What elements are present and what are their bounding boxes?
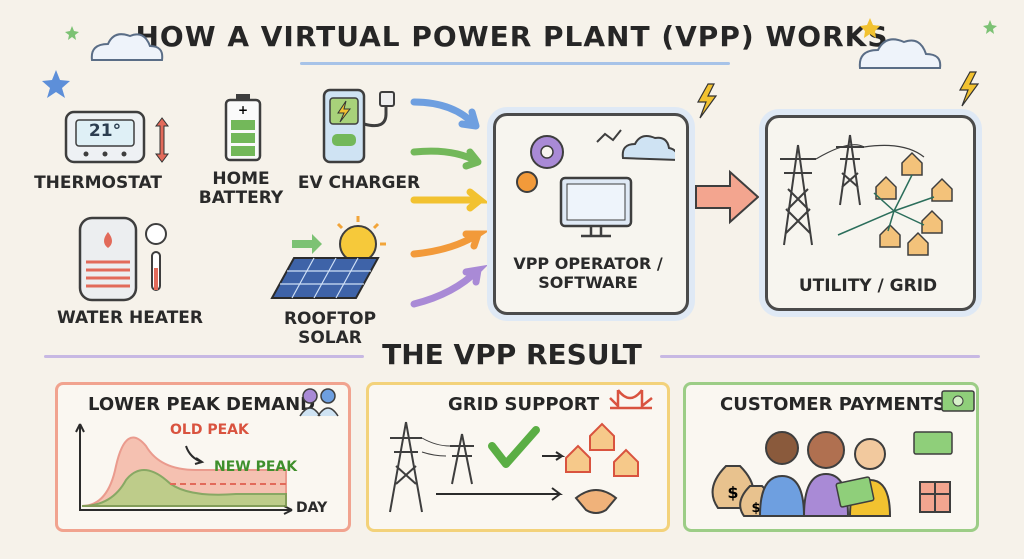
support-panel-title: GRID SUPPORT [448,394,600,415]
svg-text:$: $ [751,501,760,516]
avatar [758,431,806,517]
svg-text:$: $ [727,483,738,502]
arrow-icon [410,98,480,130]
transmission-tower-icon [780,144,816,246]
cloud-icon [621,135,675,161]
divider-left [44,355,364,358]
result-title: THE VPP RESULT [382,338,642,371]
title-underline [300,62,730,65]
house-icon [875,151,953,256]
decorations [42,18,997,119]
water-heater-label: WATER HEATER [56,308,204,328]
transmission-tower-icon [836,134,864,206]
money-icon [913,431,953,455]
flow-arrow-icon [695,169,760,225]
utility-grid-box [765,115,976,311]
payments-panel-title: CUSTOMER PAYMENTS [720,394,947,415]
peak-chart [75,423,293,515]
battery-label: HOME BATTERY [198,169,284,208]
star-icon [983,20,997,34]
cloud-icon [858,38,942,69]
arrow-icon [410,147,482,170]
device-arrows [410,98,490,308]
grid-illustration [780,134,953,256]
arrow-icon [410,264,489,308]
people-icon [299,388,339,417]
handshake-icon [574,489,618,514]
divider-right [660,355,980,358]
transmission-tower-icon [450,433,474,485]
peak-panel-title: LOWER PEAK DEMAND [88,394,316,415]
bridge-icon [609,389,653,410]
utility-grid-label: UTILITY / GRID [798,276,938,296]
svg-text:+: + [238,103,248,117]
operator-illustration [516,129,675,238]
money-icon [941,390,975,412]
star-icon [42,70,70,98]
arrow-icon [410,188,490,212]
lightning-icon [958,71,980,107]
axis-day-label: DAY [296,500,328,516]
vpp-operator-label: VPP OPERATOR / SOFTWARE [513,254,663,292]
page-title: HOW A VIRTUAL POWER PLANT (VPP) WORKS [135,20,889,53]
gear-icon [516,171,538,193]
checkmark-icon [488,426,540,468]
house-icon [565,422,639,477]
money-icon [835,476,875,508]
ev-charger-icon [322,88,395,164]
old-peak-label: OLD PEAK [170,422,249,438]
battery-icon: + [224,94,262,162]
solar-panel-icon [270,216,386,299]
new-peak-curve [81,469,287,507]
new-peak-label: NEW PEAK [214,459,298,475]
solar-label: ROOFTOP SOLAR [283,309,377,348]
thermostat-reading: 21° [88,121,122,141]
thermostat-label: THERMOSTAT [34,173,162,193]
star-icon [65,26,79,40]
star-icon [860,18,880,38]
water-heater-icon [78,216,167,302]
thermostat-icon [64,110,169,164]
grid-support-illustration [389,421,639,514]
lightning-icon [696,83,718,119]
arrow-icon [410,230,490,258]
cloud-icon [90,33,164,61]
transmission-tower-icon [389,421,423,513]
payments-illustration: $ $ [711,431,953,517]
ev-charger-label: EV CHARGER [297,173,421,193]
